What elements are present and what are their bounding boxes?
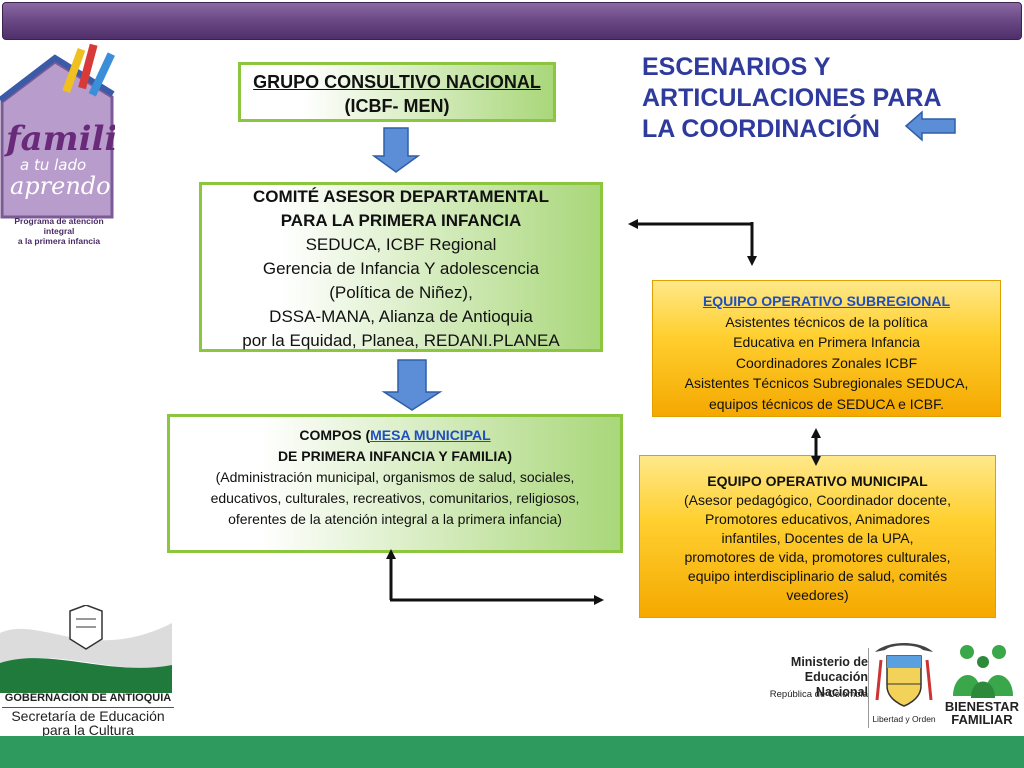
republica-label: República de Colombia — [769, 689, 868, 700]
page-title: ESCENARIOS Y ARTICULACIONES PARA LA COOR… — [642, 53, 942, 143]
bottom-banner — [0, 736, 1024, 768]
grupo-consultivo-title: GRUPO CONSULTIVO NACIONAL — [253, 72, 541, 92]
svg-text:a tu lado: a tu lado — [20, 156, 86, 174]
gobernacion-logo — [0, 604, 175, 735]
secretaria-label: Secretaría de Educación para la Cultura — [11, 708, 165, 738]
grupo-consultivo-box: GRUPO CONSULTIVO NACIONAL (ICBF- MEN) — [238, 62, 556, 122]
top-banner — [2, 2, 1022, 40]
grupo-consultivo-subtitle: (ICBF- MEN) — [344, 96, 450, 116]
svg-text:aprendo: aprendo — [10, 172, 111, 200]
equipo-municipal-box: EQUIPO OPERATIVO MUNICIPAL (Asesor pedag… — [639, 455, 996, 618]
lema-label: Libertad y Orden — [872, 714, 936, 724]
equipo-subregional-link[interactable]: EQUIPO OPERATIVO SUBREGIONAL — [702, 293, 951, 309]
down-arrow-2 — [381, 359, 443, 411]
bienestar-label: BIENESTAR FAMILIAR — [944, 699, 1020, 727]
mesa-municipal-link[interactable]: MESA MUNICIPAL — [370, 427, 491, 443]
down-arrow-1 — [371, 127, 421, 173]
comite-departamental-box: COMITÉ ASESOR DEPARTAMENTAL PARA LA PRIM… — [199, 182, 603, 352]
equipo-subregional-box: EQUIPO OPERATIVO SUBREGIONAL Asistentes … — [652, 280, 1001, 417]
colombia-shield-icon — [873, 640, 935, 712]
bienestar-familiar-logo — [945, 640, 1021, 700]
familia-caption: Programa de atención integral a la prime… — [14, 216, 104, 246]
left-arrow-icon — [904, 110, 956, 142]
gobernacion-label: GOBERNACIÓN DE ANTIOQUIA — [4, 692, 172, 704]
ministerio-label: Ministerio de Educación Nacional — [790, 655, 868, 699]
ministerio-divider — [868, 648, 869, 728]
gobernacion-divider — [2, 707, 174, 708]
